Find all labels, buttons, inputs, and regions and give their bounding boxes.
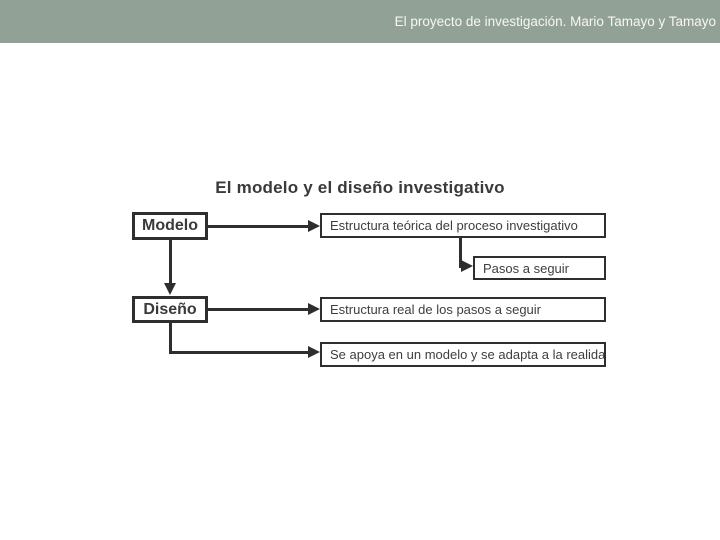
node-pasos-a-seguir: Pasos a seguir [473,256,606,280]
arrowhead-right-icon [461,260,473,272]
arrowhead-right-icon [308,220,320,232]
node-diseno: Diseño [132,296,208,323]
node-estructura-real-label: Estructura real de los pasos a seguir [330,302,541,317]
node-estructura-teorica-label: Estructura teórica del proceso investiga… [330,218,578,233]
slide-title: El modelo y el diseño investigativo [215,178,505,197]
node-modelo-label: Modelo [142,217,198,234]
arrowhead-right-icon [308,303,320,315]
connector-modelo-estructura-teorica [206,225,310,228]
connector-estructura-teorica-pasos [459,237,462,268]
header-band: El proyecto de investigación. Mario Tama… [0,0,720,43]
node-se-apoya-label: Se apoya en un modelo y se adapta a la r… [330,347,606,362]
node-pasos-a-seguir-label: Pasos a seguir [483,260,569,276]
node-modelo: Modelo [132,212,208,240]
connector-diseno-estructura-real [206,308,310,311]
arrowhead-right-icon [308,346,320,358]
arrowhead-down-icon [164,283,176,295]
node-se-apoya: Se apoya en un modelo y se adapta a la r… [320,342,606,367]
node-diseno-label: Diseño [143,300,197,318]
node-estructura-teorica: Estructura teórica del proceso investiga… [320,213,606,238]
node-estructura-real: Estructura real de los pasos a seguir [320,297,606,322]
connector-diseno-se-apoya-horizontal [169,351,309,354]
header-citation: El proyecto de investigación. Mario Tama… [394,14,716,29]
connector-diseno-se-apoya-vertical [169,321,172,354]
connector-modelo-diseno [169,240,172,285]
